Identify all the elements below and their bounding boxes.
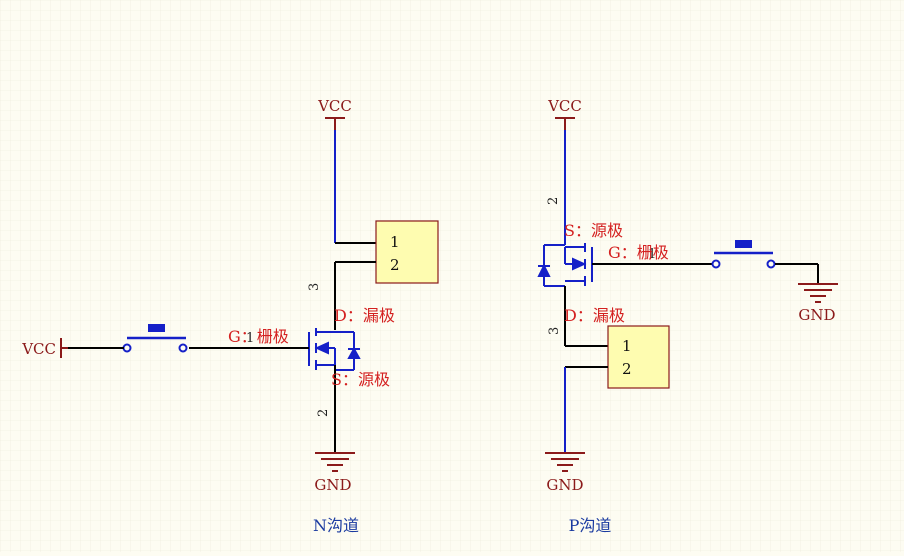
n-channel-caption: N沟道 [313,516,359,535]
load-pin-2-label: 2 [390,256,400,274]
gate-pin-number-right: 1 [648,247,656,262]
push-button-right [711,240,776,269]
gnd-symbol-right [545,452,585,472]
source-pin-number: 2 [316,409,331,417]
vcc-port-top-right: VCC [547,97,582,130]
gate-pin-number: 1 [246,331,254,346]
vcc-port-top-left: VCC [317,97,352,130]
source-label-right: S：源极 [564,221,623,240]
gnd-symbol-left [315,452,355,472]
p-channel-caption: P沟道 [569,516,612,535]
load-pin-1-label-right: 1 [622,337,632,355]
vcc-label: VCC [317,97,352,115]
vcc-input-label: VCC [21,340,56,358]
load-component-left: 1 2 [375,220,439,284]
n-channel-circuit: VCC 1 2 3 [21,97,439,535]
gnd-label-switch: GND [798,306,835,324]
drain-pin-number-right: 3 [547,327,562,335]
drain-label-right: D：漏极 [564,306,625,325]
pmos-transistor [537,243,593,287]
gate-label-right: G：栅极 [608,243,669,262]
gate-label: G：栅极 [228,327,289,346]
gnd-label-right: GND [546,476,583,494]
load-pin-2-label-right: 2 [622,360,632,378]
drain-label: D：漏极 [334,306,395,325]
p-channel-circuit: VCC 2 1 [537,97,838,535]
source-pin-number-right: 2 [546,197,561,205]
load-pin-1-label: 1 [390,233,400,251]
gnd-label-left: GND [314,476,351,494]
load-component-right: 1 2 [607,325,670,389]
gnd-symbol-switch [798,283,838,303]
drain-pin-number: 3 [307,283,322,291]
source-label: S：源极 [331,370,390,389]
vcc-port-input: VCC [21,338,68,358]
vcc-label-right: VCC [547,97,582,115]
